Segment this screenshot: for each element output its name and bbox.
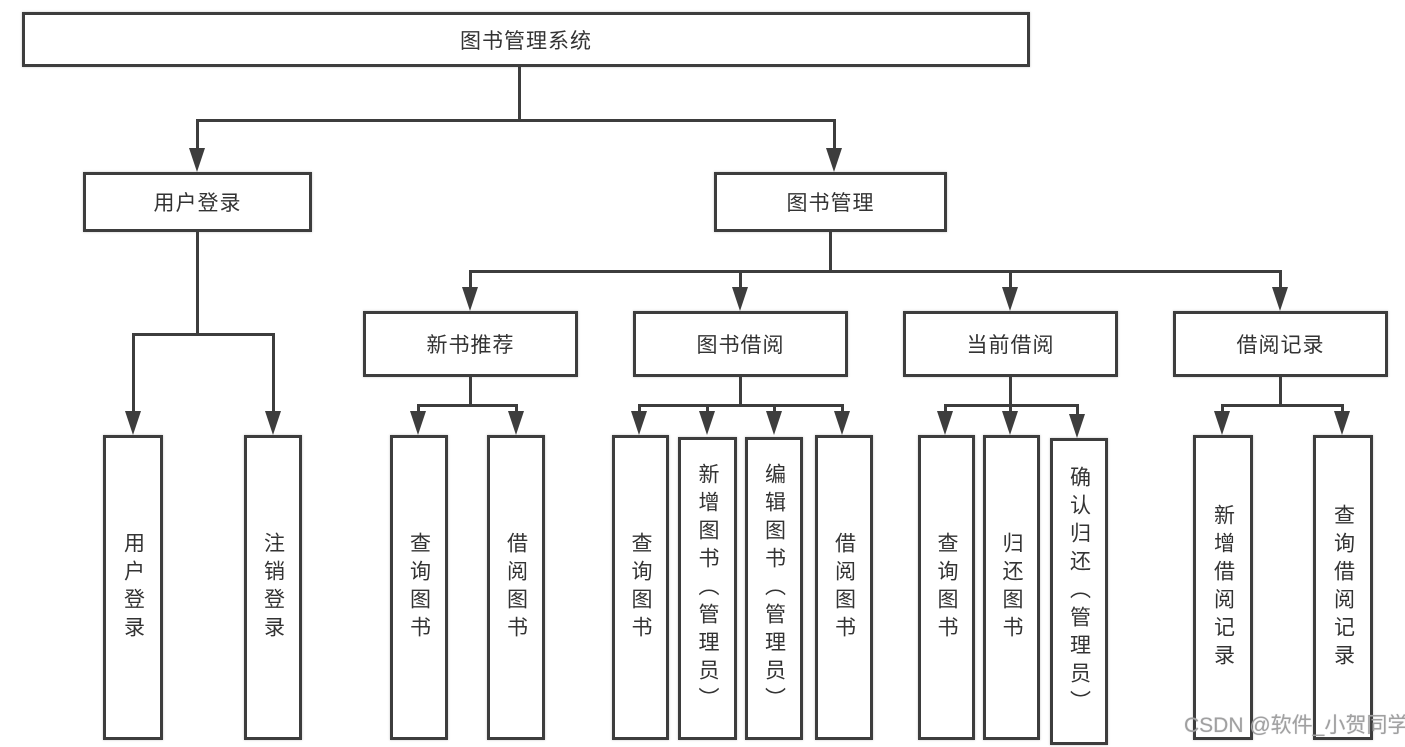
- connector-line: [196, 119, 199, 152]
- connector-line: [417, 404, 420, 414]
- connector-line: [1279, 270, 1282, 291]
- node-label: 注销登录: [261, 531, 285, 644]
- leaf-query-books-borrowing: 查询图书: [612, 435, 669, 740]
- connector-line: [132, 333, 275, 336]
- arrowhead-down-icon: [699, 411, 715, 435]
- node-user-login: 用户登录: [83, 172, 312, 232]
- connector-line: [518, 67, 521, 122]
- leaf-return-books: 归还图书: [983, 435, 1040, 740]
- leaf-add-books-admin: 新增图书（管理员）: [678, 437, 737, 740]
- node-current-borrowing: 当前借阅: [903, 311, 1118, 377]
- leaf-logout: 注销登录: [244, 435, 302, 740]
- connector-line: [944, 404, 947, 414]
- connector-line: [515, 404, 518, 414]
- node-label: 查询图书: [935, 531, 958, 644]
- arrowhead-down-icon: [834, 411, 850, 435]
- connector-line: [469, 270, 1282, 273]
- node-new-book-recommendation: 新书推荐: [363, 311, 578, 377]
- arrowhead-down-icon: [766, 411, 782, 435]
- arrowhead-down-icon: [410, 411, 426, 435]
- arrowhead-down-icon: [732, 287, 748, 311]
- leaf-confirm-return-admin: 确认归还（管理员）: [1050, 438, 1108, 745]
- leaf-query-books-current: 查询图书: [918, 435, 975, 740]
- connector-line: [739, 270, 742, 291]
- node-label: 归还图书: [1000, 531, 1023, 644]
- connector-line: [638, 404, 844, 407]
- node-label: 新增图书（管理员）: [696, 462, 719, 715]
- connector-line: [773, 404, 776, 414]
- node-book-management: 图书管理: [714, 172, 947, 232]
- leaf-query-books-recommend: 查询图书: [390, 435, 448, 740]
- connector-line: [706, 404, 709, 414]
- node-label: 新增借阅记录: [1211, 503, 1235, 672]
- connector-line: [1009, 377, 1012, 407]
- node-label: 查询借阅记录: [1331, 503, 1355, 672]
- node-book-borrowing: 图书借阅: [633, 311, 848, 377]
- leaf-user-login: 用户登录: [103, 435, 163, 740]
- arrowhead-down-icon: [1272, 287, 1288, 311]
- arrowhead-down-icon: [125, 411, 141, 435]
- arrowhead-down-icon: [1334, 411, 1350, 435]
- node-label: 图书借阅: [696, 334, 785, 357]
- arrowhead-down-icon: [1002, 411, 1018, 435]
- node-label: 用户登录: [153, 192, 242, 215]
- node-label: 借阅图书: [504, 531, 528, 644]
- arrowhead-down-icon: [1214, 411, 1230, 435]
- connector-line: [1221, 404, 1224, 414]
- node-root-library-management-system: 图书管理系统: [22, 12, 1030, 67]
- connector-line: [841, 404, 844, 414]
- node-label: 查询图书: [629, 531, 652, 644]
- node-label: 新书推荐: [426, 334, 515, 357]
- node-borrowing-records: 借阅记录: [1173, 311, 1388, 377]
- connector-line: [833, 119, 836, 152]
- node-label: 当前借阅: [966, 334, 1055, 357]
- connector-line: [829, 232, 832, 273]
- leaf-borrow-books-recommend: 借阅图书: [487, 435, 545, 740]
- leaf-add-borrow-record: 新增借阅记录: [1193, 435, 1253, 740]
- node-label: 图书管理系统: [460, 29, 592, 53]
- arrowhead-down-icon: [937, 411, 953, 435]
- connector-line: [638, 404, 641, 414]
- connector-line: [1076, 404, 1079, 416]
- connector-line: [469, 270, 472, 291]
- node-label: 查询图书: [407, 531, 431, 644]
- arrowhead-down-icon: [1002, 287, 1018, 311]
- connector-line: [1341, 404, 1344, 414]
- connector-line: [1009, 404, 1012, 414]
- connector-line: [196, 232, 199, 336]
- csdn-watermark: CSDN @软件_小贺同学: [1184, 714, 1405, 737]
- arrowhead-down-icon: [1069, 414, 1085, 438]
- node-label: 编辑图书（管理员）: [762, 462, 786, 715]
- arrowhead-down-icon: [189, 148, 205, 172]
- leaf-edit-books-admin: 编辑图书（管理员）: [745, 437, 803, 740]
- node-label: 图书管理: [786, 192, 875, 215]
- connector-line: [469, 377, 472, 407]
- node-label: 用户登录: [121, 531, 145, 644]
- connector-line: [196, 119, 836, 122]
- arrowhead-down-icon: [631, 411, 647, 435]
- leaf-borrow-books-borrowing: 借阅图书: [815, 435, 873, 740]
- connector-line: [1279, 377, 1282, 407]
- connector-line: [417, 404, 518, 407]
- node-label: 借阅记录: [1236, 334, 1325, 357]
- leaf-query-borrow-record: 查询借阅记录: [1313, 435, 1373, 740]
- arrowhead-down-icon: [508, 411, 524, 435]
- connector-line: [1221, 404, 1344, 407]
- connector-line: [272, 333, 275, 413]
- connector-line: [132, 333, 135, 413]
- arrowhead-down-icon: [826, 148, 842, 172]
- connector-line: [739, 377, 742, 407]
- node-label: 确认归还（管理员）: [1067, 465, 1091, 718]
- connector-line: [1009, 270, 1012, 291]
- arrowhead-down-icon: [265, 411, 281, 435]
- arrowhead-down-icon: [462, 287, 478, 311]
- node-label: 借阅图书: [832, 531, 856, 644]
